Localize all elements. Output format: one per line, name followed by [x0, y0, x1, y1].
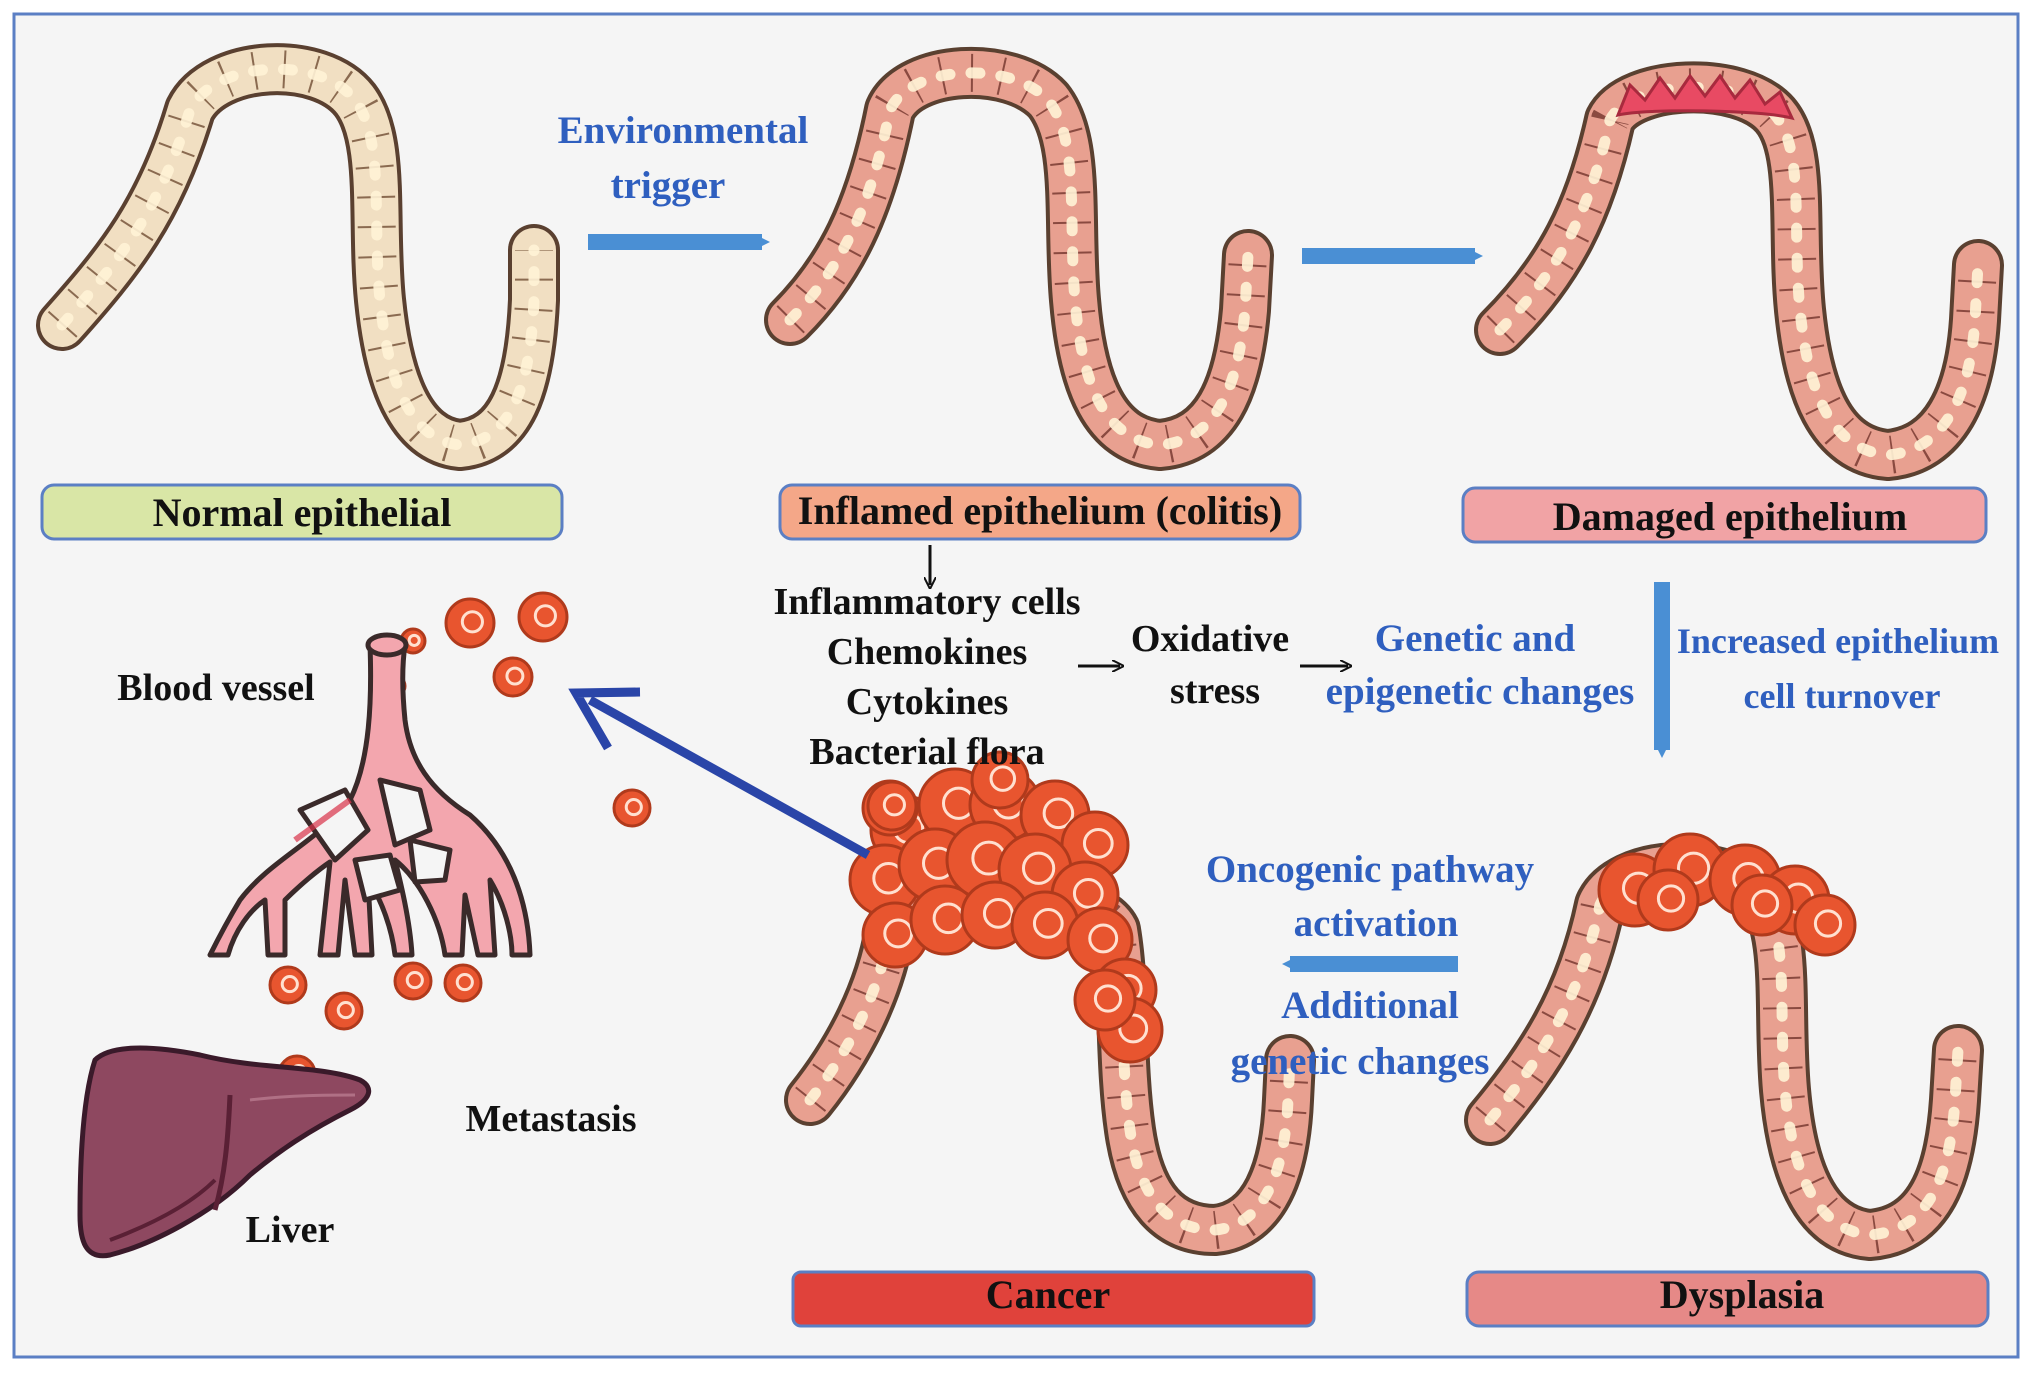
circulating-cell [492, 656, 534, 698]
cancer-cell [970, 750, 1030, 810]
detached-cell [866, 780, 918, 832]
epithelium-folds [36, 43, 2004, 1261]
dysplasia-cell [1636, 868, 1700, 932]
circulating-cell [393, 961, 433, 1001]
trigger-line1: Environmental [558, 109, 809, 152]
metastasis-label: Metastasis [466, 1098, 637, 1140]
dysplasia-cell [1730, 873, 1794, 937]
stage-box-cancer [791, 1270, 1316, 1328]
circulating-cell [612, 788, 652, 828]
stage-text-cancer: Cancer [986, 1272, 1110, 1317]
liver-label: Liver [246, 1209, 335, 1251]
stage-box-damaged [1461, 486, 1988, 544]
mediator-3: Bacterial flora [809, 731, 1044, 773]
liver-icon [77, 1045, 372, 1259]
stage-label-dysplasia: Dysplasia [1465, 1270, 1990, 1328]
stage-box-dysplasia [1465, 1270, 1990, 1328]
mediator-1: Chemokines [827, 631, 1028, 673]
turnover-line2: cell turnover [1744, 676, 1941, 716]
stage-box-inflamed [778, 483, 1302, 541]
stage-label-normal: Normal epithelial [40, 483, 564, 541]
trigger-line2: trigger [611, 164, 726, 207]
stage-label-damaged: Damaged epithelium [1461, 486, 1988, 544]
oxidative-line1: Oxidative [1131, 618, 1289, 660]
additional-line1: Additional [1281, 984, 1459, 1027]
fold-dysplasia [1464, 841, 1984, 1261]
oncogenic-line1: Oncogenic pathway [1206, 848, 1535, 891]
damaged-tip [1615, 73, 1795, 121]
mediator-2: Cytokines [846, 681, 1009, 723]
oncogenic-line2: activation [1294, 902, 1459, 945]
fold-normal [36, 43, 560, 471]
oxidative-line2: stress [1170, 670, 1260, 712]
stage-text-inflamed: Inflamed epithelium (colitis) [798, 488, 1282, 533]
tumor-clusters [107, 591, 1857, 1176]
diagram-frame [12, 12, 2020, 1359]
additional-line2: genetic changes [1231, 1040, 1490, 1083]
circulating-cell [443, 963, 483, 1003]
circulating-cell [517, 591, 569, 643]
blood-vessel-icon [207, 632, 533, 958]
stage-label-cancer: Cancer [791, 1270, 1316, 1328]
circulating-cell [444, 597, 496, 649]
blood-vessel-label: Blood vessel [117, 667, 314, 709]
genetic-line1: Genetic and [1375, 617, 1576, 660]
stage-text-dysplasia: Dysplasia [1660, 1272, 1825, 1317]
circulating-cell [324, 991, 364, 1031]
stage-text-normal: Normal epithelial [153, 490, 452, 535]
genetic-line2: epigenetic changes [1326, 670, 1635, 713]
stage-label-inflamed: Inflamed epithelium (colitis) [778, 483, 1302, 541]
cancer-cell [1073, 968, 1137, 1032]
dysplasia-cell [1793, 893, 1857, 957]
fold-inflamed [764, 46, 1274, 471]
turnover-line1: Increased epithelium [1677, 621, 1999, 661]
mediator-0: Inflammatory cells [773, 581, 1080, 623]
stage-text-damaged: Damaged epithelium [1553, 494, 1907, 539]
fold-damaged [1474, 61, 2004, 481]
stage-box-normal [40, 483, 564, 541]
circulating-cell [268, 965, 308, 1005]
metastasis-arrow [568, 687, 871, 859]
cancer-cell [909, 884, 981, 956]
